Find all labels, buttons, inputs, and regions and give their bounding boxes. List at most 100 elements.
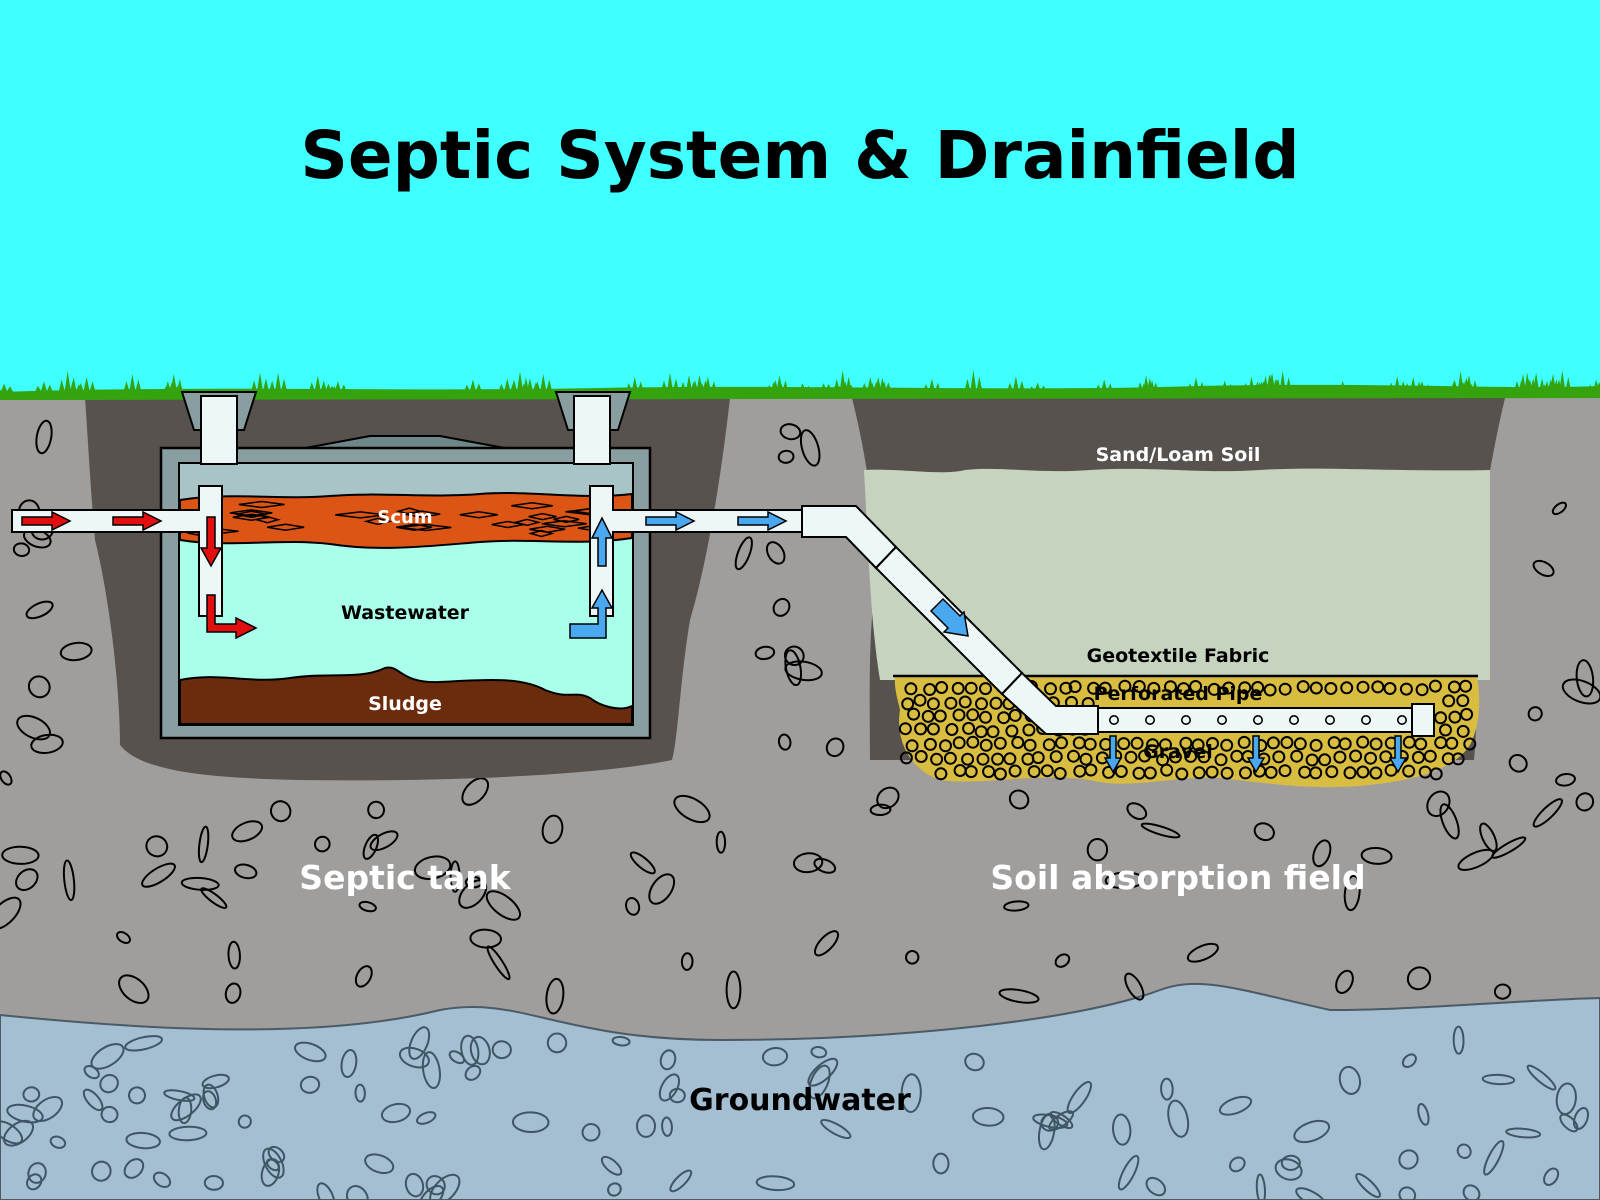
soil-pebble	[1493, 983, 1512, 1000]
gravel-stone	[989, 696, 1003, 710]
grass-tuft	[164, 373, 183, 392]
gravel-stone	[986, 725, 1000, 739]
gravel-stone	[934, 767, 948, 781]
grass-tuft	[964, 370, 983, 392]
groundwater-pebble	[464, 1064, 482, 1081]
soil-pebble	[200, 887, 228, 909]
groundwater-pebble	[404, 1172, 425, 1198]
groundwater-pebble	[1160, 1077, 1174, 1101]
gravel-stone	[961, 752, 975, 766]
gravel-stone	[1309, 681, 1323, 695]
gravel-stone	[1189, 680, 1203, 693]
gravel-stone	[1068, 680, 1082, 694]
gravel-stone	[958, 695, 972, 709]
grass-tuft	[661, 372, 679, 392]
groundwater-pebble	[1398, 1149, 1419, 1170]
outflow-arrows	[569, 510, 1408, 774]
groundwater-pebble	[1037, 1112, 1056, 1151]
gravel-stone	[1177, 682, 1191, 696]
groundwater-pebble	[203, 1174, 224, 1191]
gravel-stone	[1429, 767, 1443, 781]
gravel-stone	[1309, 738, 1323, 752]
gravel-stone	[966, 735, 980, 749]
soil-pebble	[1508, 754, 1528, 773]
gravel-stone	[921, 709, 935, 723]
inlet-riser	[200, 395, 238, 465]
gravel-stone	[1114, 765, 1128, 778]
groundwater-pebble	[668, 1087, 686, 1104]
groundwater-pebble	[1218, 1095, 1253, 1116]
grass-tuft	[1006, 376, 1025, 392]
soil-pebble	[1360, 846, 1393, 865]
soil-pebble	[231, 820, 264, 843]
wastewater-label: Wastewater	[341, 602, 470, 624]
grass-tuft	[698, 376, 717, 392]
groundwater-pebble	[1543, 1167, 1560, 1186]
groundwater-pebble	[636, 1114, 656, 1138]
outflow-arrow-up	[590, 516, 614, 567]
gravel-stone	[1445, 736, 1459, 750]
groundwater-pebble	[201, 1073, 230, 1090]
scum-flake	[335, 511, 386, 519]
scum-flake	[459, 511, 499, 519]
gravel-stone	[1238, 681, 1252, 695]
groundwater-layer	[0, 982, 1600, 1200]
soil-pebble	[1003, 900, 1030, 912]
scum-flake	[235, 510, 268, 519]
sludge-layer	[179, 666, 633, 725]
gravel-stone	[1220, 738, 1234, 752]
groundwater-pebble	[202, 1090, 218, 1111]
groundwater-pebble	[661, 1116, 673, 1137]
gravel-stone	[1428, 679, 1442, 693]
scum-flake	[553, 515, 580, 524]
gravel-stone	[1356, 735, 1370, 749]
sludge-label: Sludge	[368, 693, 442, 715]
soil-pebble	[1054, 953, 1071, 968]
grass-tuft	[463, 379, 482, 392]
perforated-pipe-cap	[1411, 703, 1435, 737]
inflow-arrow-out	[206, 594, 258, 640]
gravel-stone	[1379, 750, 1393, 764]
gravel-stone	[933, 709, 947, 723]
soil-pebble	[1008, 789, 1030, 810]
grass-tuft	[1460, 375, 1478, 392]
gravel-stone	[982, 765, 996, 779]
gravel-stone	[1023, 738, 1037, 752]
gravel-stone	[976, 752, 990, 766]
grass-tuft	[861, 376, 880, 392]
gravel-stone	[1138, 749, 1152, 763]
gravel-stone	[1055, 736, 1068, 750]
gravel-stone	[1460, 707, 1474, 721]
groundwater-pebble	[380, 1102, 412, 1124]
groundwater-pebble	[49, 1135, 67, 1149]
grass-tuft	[922, 378, 941, 392]
groundwater-pebble	[316, 1182, 336, 1200]
soil-pebble	[30, 733, 64, 755]
inflow-arrows	[21, 510, 258, 640]
gravel-stone	[979, 710, 992, 724]
gravel-stone	[1098, 681, 1112, 695]
soil-pebble	[1086, 838, 1109, 862]
pipe-hole	[1181, 714, 1192, 725]
soil-pebble	[118, 974, 150, 1004]
outlet-riser	[573, 395, 611, 465]
groundwater-pebble	[100, 1105, 119, 1124]
gravel-stone	[1192, 766, 1206, 780]
soil-pebble	[1335, 969, 1354, 995]
scum-flake	[254, 515, 281, 524]
soil-pebble	[799, 429, 821, 467]
gravel-stone	[1318, 753, 1332, 767]
soil-pebble	[625, 897, 641, 916]
gravel-stone	[1340, 681, 1354, 695]
gravel-stone	[993, 736, 1007, 750]
grass-tuft	[1028, 382, 1047, 392]
perforated-pipe-label: Perforated Pipe	[1094, 683, 1263, 705]
gravel-stone	[1338, 737, 1352, 751]
grass-tuft	[251, 372, 269, 392]
gravel-stones	[898, 679, 1477, 781]
groundwater-pebble	[611, 1035, 631, 1047]
soil-pebble	[1253, 822, 1275, 842]
groundwater-pebble	[460, 1034, 480, 1066]
gravel-stone	[1143, 766, 1157, 780]
soil-pebble	[59, 641, 93, 662]
